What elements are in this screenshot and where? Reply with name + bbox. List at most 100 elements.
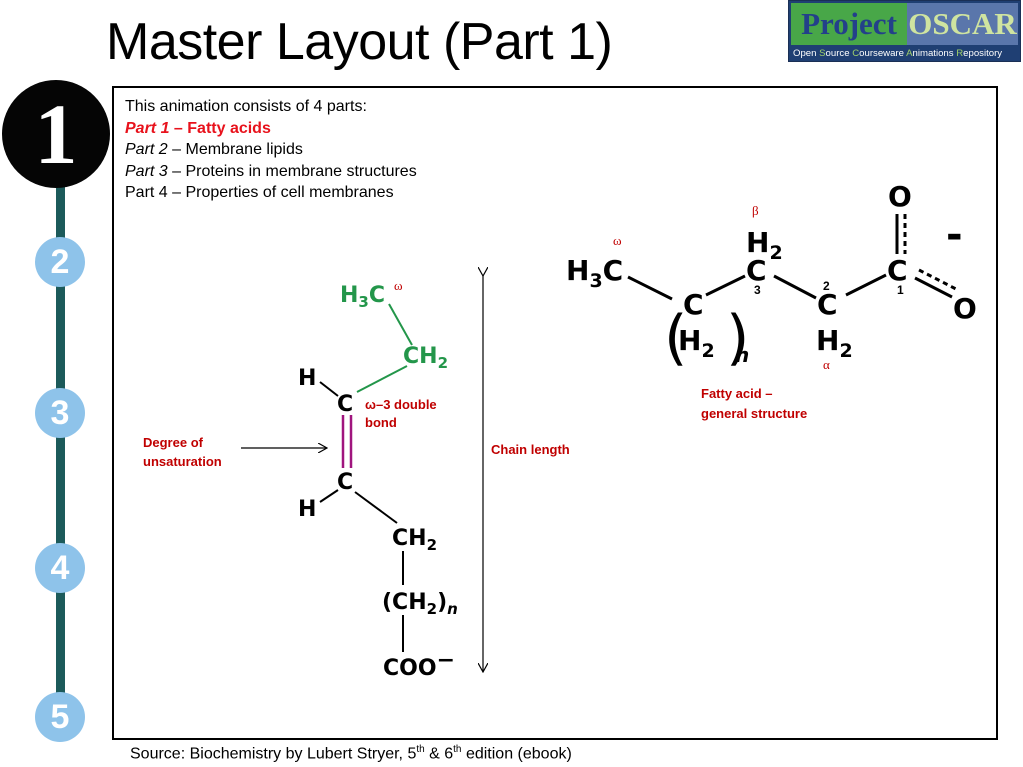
part-text: Proteins in membrane structures: [185, 162, 417, 180]
nav-step-2[interactable]: 2: [35, 237, 85, 287]
group-ch2-n: (CH2)n: [382, 590, 458, 618]
atom-label: (CH: [382, 590, 427, 615]
source-sup-2: th: [453, 744, 462, 755]
logo-sub-part: S: [819, 48, 826, 59]
source-suffix: edition (ebook): [461, 745, 572, 763]
bond-c-c3: [705, 274, 746, 297]
source-citation: Source: Biochemistry by Lubert Stryer, 5…: [130, 744, 572, 763]
charge: −: [437, 648, 455, 673]
intro-part-4: Part 4 – Properties of cell membranes: [125, 182, 417, 204]
nav-step-5[interactable]: 5: [35, 692, 85, 742]
part-text: Fatty acids: [187, 119, 271, 137]
double-bond-label-line-2: bond: [365, 415, 397, 430]
group-ch2: CH2: [392, 526, 437, 554]
part-label: Part 2: [125, 141, 168, 158]
degree-label-line-2: unsaturation: [143, 454, 222, 469]
subscript: 3: [358, 293, 368, 311]
chain-length-label: Chain length: [491, 442, 570, 457]
group-coo: COO−: [383, 648, 455, 681]
logo-sub-part: C: [852, 48, 860, 59]
nav-step-3[interactable]: 3: [35, 388, 85, 438]
nav-step-1-active[interactable]: 1: [2, 80, 110, 188]
subscript: 2: [427, 536, 437, 554]
atom-label: H: [746, 226, 769, 259]
atom-label: H: [566, 254, 589, 287]
logo-sub-part: ourseware: [859, 48, 907, 59]
source-sup-1: th: [416, 744, 425, 755]
bond-c1-o2-dashed: [918, 268, 957, 291]
subscript: 2: [701, 340, 714, 362]
bond-h-c-bottom: [319, 489, 339, 503]
bond-c3-c2: [773, 274, 817, 300]
bond-ch3-ch2: [388, 303, 413, 346]
source-prefix: Source: Biochemistry by Lubert Stryer, 5: [130, 745, 417, 763]
part-separator: –: [167, 141, 186, 158]
atom-h-bottom: H: [298, 497, 316, 522]
subscript: 2: [839, 340, 852, 362]
subscript: 2: [427, 600, 437, 618]
atom-label: H: [816, 324, 839, 357]
bond-c1-o2-solid: [914, 276, 953, 299]
charge-minus: -: [946, 212, 963, 258]
subscript: 2: [769, 242, 782, 264]
atom-c-bottom: C: [337, 470, 353, 495]
carbon-number-2: 2: [823, 279, 830, 293]
part-separator: –: [169, 119, 188, 137]
subscript: 2: [438, 354, 448, 372]
atom-o-top: O: [888, 180, 912, 213]
atom-c2: C: [817, 288, 838, 321]
content-frame: [112, 86, 998, 740]
group-h2-bottom: H2: [816, 324, 853, 362]
intro-part-2: Part 2 – Membrane lipids: [125, 139, 417, 161]
left-structure: H3C ω CH2 H C C H CH2 (CH2)n COO− ω–3 do…: [143, 276, 570, 681]
atom-label: C: [369, 283, 385, 308]
atom-o-right: O: [953, 292, 977, 325]
beta-label: β: [752, 203, 759, 218]
page-title: Master Layout (Part 1): [106, 13, 613, 71]
fatty-acid-caption-line-2: general structure: [701, 406, 807, 421]
group-h2-top: H2: [746, 226, 783, 264]
atom-h-top: H: [298, 366, 316, 391]
logo-sub-part: R: [956, 48, 964, 59]
subscript: n: [447, 600, 458, 618]
carbon-number-1: 1: [897, 283, 904, 297]
intro-part-1: Part 1 – Fatty acids: [125, 118, 417, 140]
atom-label: CH: [392, 526, 427, 551]
logo-word-project: Project: [791, 3, 907, 45]
atom-c-repeat: C: [683, 288, 704, 321]
atom-label: CH: [403, 344, 438, 369]
part-text: Membrane lipids: [185, 141, 303, 158]
alpha-label: α: [823, 357, 830, 372]
group-h3c: H3C: [340, 283, 385, 311]
group-h2-repeat: H2: [678, 324, 715, 362]
source-mid: & 6: [424, 745, 454, 763]
intro-text: This animation consists of 4 parts: Part…: [125, 96, 417, 204]
carbon-number-3: 3: [754, 283, 761, 297]
repeat-n: n: [735, 343, 749, 367]
atom-label: H: [678, 324, 701, 357]
group-ch2-green: CH2: [403, 344, 448, 372]
atom-label: COO: [383, 656, 437, 681]
part-text: Part 4 – Properties of cell membranes: [125, 184, 394, 201]
bond-ch3-c: [627, 275, 673, 301]
nav-step-4[interactable]: 4: [35, 543, 85, 593]
bond-ch2-c: [356, 365, 408, 393]
atom-label: C: [603, 254, 624, 287]
bond-c2-c1: [845, 273, 887, 297]
double-bond-label-line-1: ω–3 double: [365, 397, 437, 412]
right-structure: H3C ω ( ) C H2 n H2 β C 3 2 H2 α C C 1 O…: [566, 180, 977, 421]
atom-label: ): [437, 590, 447, 615]
logo-word-oscar: OSCAR: [907, 3, 1018, 45]
bond-c-ch2: [354, 491, 398, 524]
bond-h-c-top: [319, 381, 339, 397]
subscript: 3: [589, 270, 602, 292]
logo-sub-part: Open: [793, 48, 820, 59]
omega-label-right: ω: [613, 233, 622, 248]
logo-subtitle: Open Source Courseware Animations Reposi…: [793, 46, 1018, 61]
part-label: Part 1: [125, 119, 170, 137]
logo-sub-part: epository: [963, 48, 1003, 59]
logo-sub-part: ource: [825, 48, 853, 59]
logo-sub-part: A: [906, 48, 913, 59]
omega-label-left: ω: [394, 278, 403, 293]
